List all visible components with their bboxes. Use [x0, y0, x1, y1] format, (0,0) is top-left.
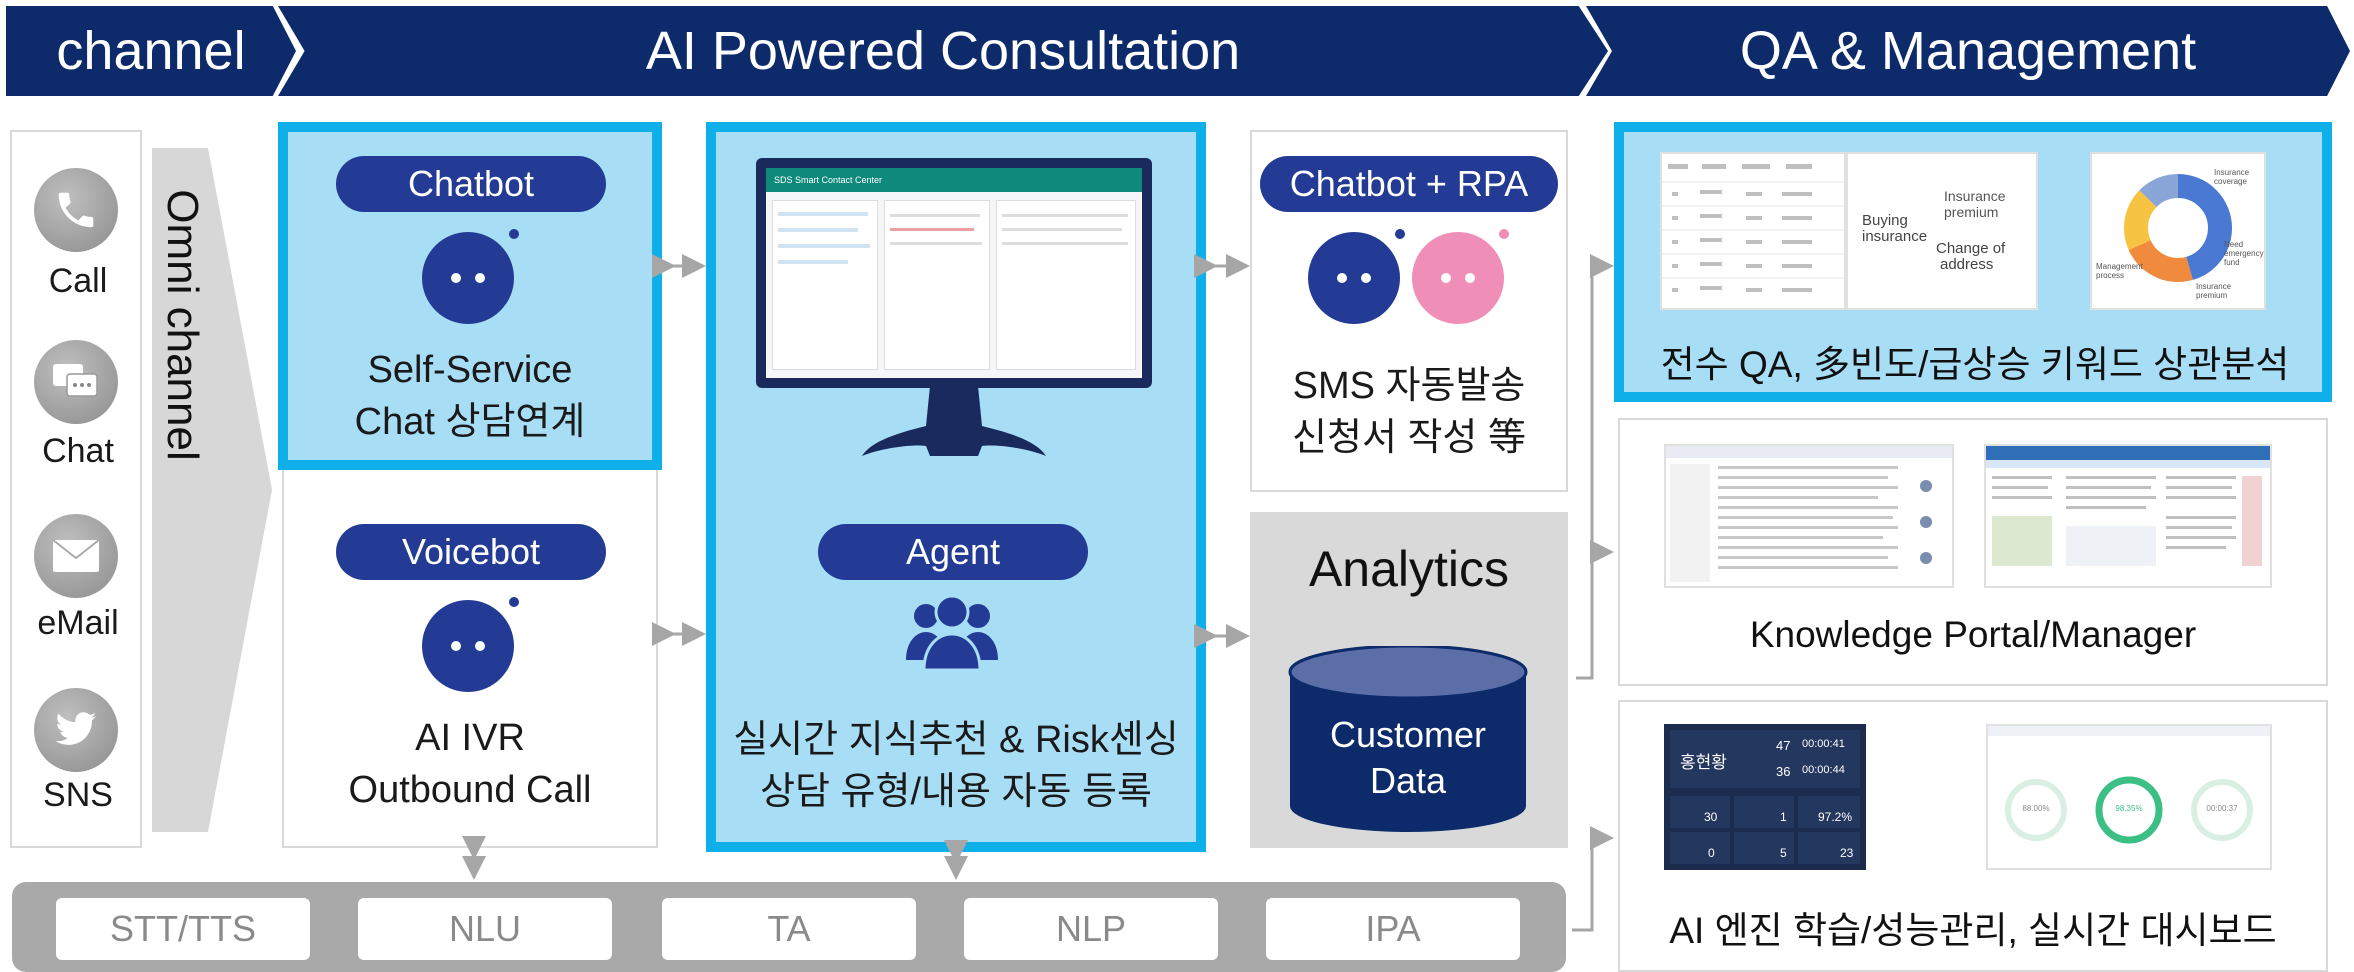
phone-icon	[34, 168, 118, 252]
dashboard-value-1: 47	[1776, 738, 1791, 753]
voicebot-caption-1: AI IVR	[415, 717, 525, 759]
chatbot-rpa-pink-bubble	[1412, 226, 1512, 324]
chatbot-rpa-caption-1: SMS 자동발송	[1292, 365, 1526, 407]
channel-label-sns: SNS	[43, 776, 113, 814]
gauge-value-1: 88.00%	[2022, 804, 2050, 813]
voicebot-bubble-icon	[422, 594, 522, 692]
tech-ta: TA	[662, 898, 916, 960]
header-channel: channel	[6, 6, 296, 96]
chatbot-caption-1: Self-Service	[367, 349, 573, 391]
analytics-title: Analytics	[1308, 541, 1510, 597]
agent-group-icon	[906, 594, 998, 672]
database-label-2: Data	[1369, 760, 1447, 801]
channel-label-call: Call	[48, 262, 108, 300]
header-ai-consultation: AI Powered Consultation	[278, 6, 1608, 96]
omni-channel-arrow	[152, 148, 272, 832]
qa-wordcloud-thumbnail: Insurance premium Buying insurance Chang…	[1846, 152, 2038, 310]
channel-label-chat: Chat	[42, 432, 114, 470]
agent-pill: Agent	[818, 524, 1088, 580]
dashboard-name: 홍현황	[1680, 753, 1727, 772]
ai-dashboard-caption: AI 엔진 학습/성능관리, 실시간 대시보드	[1669, 910, 2277, 951]
dashboard-stat-3: 97.2%	[1818, 810, 1853, 824]
agent-caption-2: 상담 유형/내용 자동 등록	[760, 771, 1152, 813]
chatbot-rpa-pill: Chatbot + RPA	[1260, 156, 1558, 212]
gauge-value-3: 00:00:37	[2206, 804, 2238, 813]
chatbot-caption-2: Chat 상담연계	[354, 401, 586, 443]
header-qa-management: QA & Management	[1586, 6, 2350, 96]
knowledge-portal-thumbnail-1	[1664, 444, 1954, 588]
dashboard-stat-6: 23	[1840, 846, 1854, 860]
qa-analysis-caption: 전수 QA, 多빈도/급상승 키워드 상관분석	[1660, 344, 2290, 385]
chatbot-pill: Chatbot	[336, 156, 606, 212]
dashboard-thumbnail-dark: 홍현황 47 36 00:00:41 00:00:44 30 1 97.2% 0…	[1664, 724, 1866, 870]
chat-icon	[34, 340, 118, 424]
dashboard-time-2: 00:00:44	[1802, 764, 1845, 776]
dashboard-value-2: 36	[1776, 764, 1791, 779]
dashboard-stat-2: 1	[1780, 810, 1787, 824]
dashboard-stat-1: 30	[1704, 810, 1718, 824]
mail-icon	[34, 514, 118, 598]
database-label-1: Customer	[1329, 714, 1487, 755]
chatbot-rpa-navy-bubble	[1308, 226, 1408, 324]
database-icon	[1288, 646, 1528, 832]
voicebot-caption-2: Outbound Call	[348, 769, 592, 811]
twitter-icon	[34, 688, 118, 772]
agent-monitor: SDS Smart Contact Center	[756, 158, 1152, 468]
tech-ipa: IPA	[1266, 898, 1520, 960]
knowledge-portal-thumbnail-2	[1984, 444, 2272, 588]
qa-table-thumbnail	[1660, 152, 1846, 310]
channel-label-email: eMail	[37, 604, 119, 642]
chatbot-rpa-caption-2: 신청서 작성 等	[1292, 417, 1526, 459]
tech-nlp: NLP	[964, 898, 1218, 960]
dashboard-time-1: 00:00:41	[1802, 738, 1845, 750]
tech-stt-tts: STT/TTS	[56, 898, 310, 960]
voicebot-pill: Voicebot	[336, 524, 606, 580]
knowledge-portal-caption: Knowledge Portal/Manager	[1749, 614, 2197, 655]
qa-donut-thumbnail: Insurance coverage Need emergency fund I…	[2090, 152, 2266, 310]
agent-caption-1: 실시간 지식추천 & Risk센싱	[733, 719, 1179, 761]
monitor-title: SDS Smart Contact Center	[774, 175, 883, 185]
dashboard-stat-5: 5	[1780, 846, 1787, 860]
gauge-value-2: 98.35%	[2115, 804, 2143, 813]
dashboard-thumbnail-gauges: 88.00% 98.35% 00:00:37	[1986, 724, 2272, 870]
tech-nlu: NLU	[358, 898, 612, 960]
dashboard-stat-4: 0	[1708, 846, 1715, 860]
chatbot-bubble-icon	[422, 226, 522, 324]
